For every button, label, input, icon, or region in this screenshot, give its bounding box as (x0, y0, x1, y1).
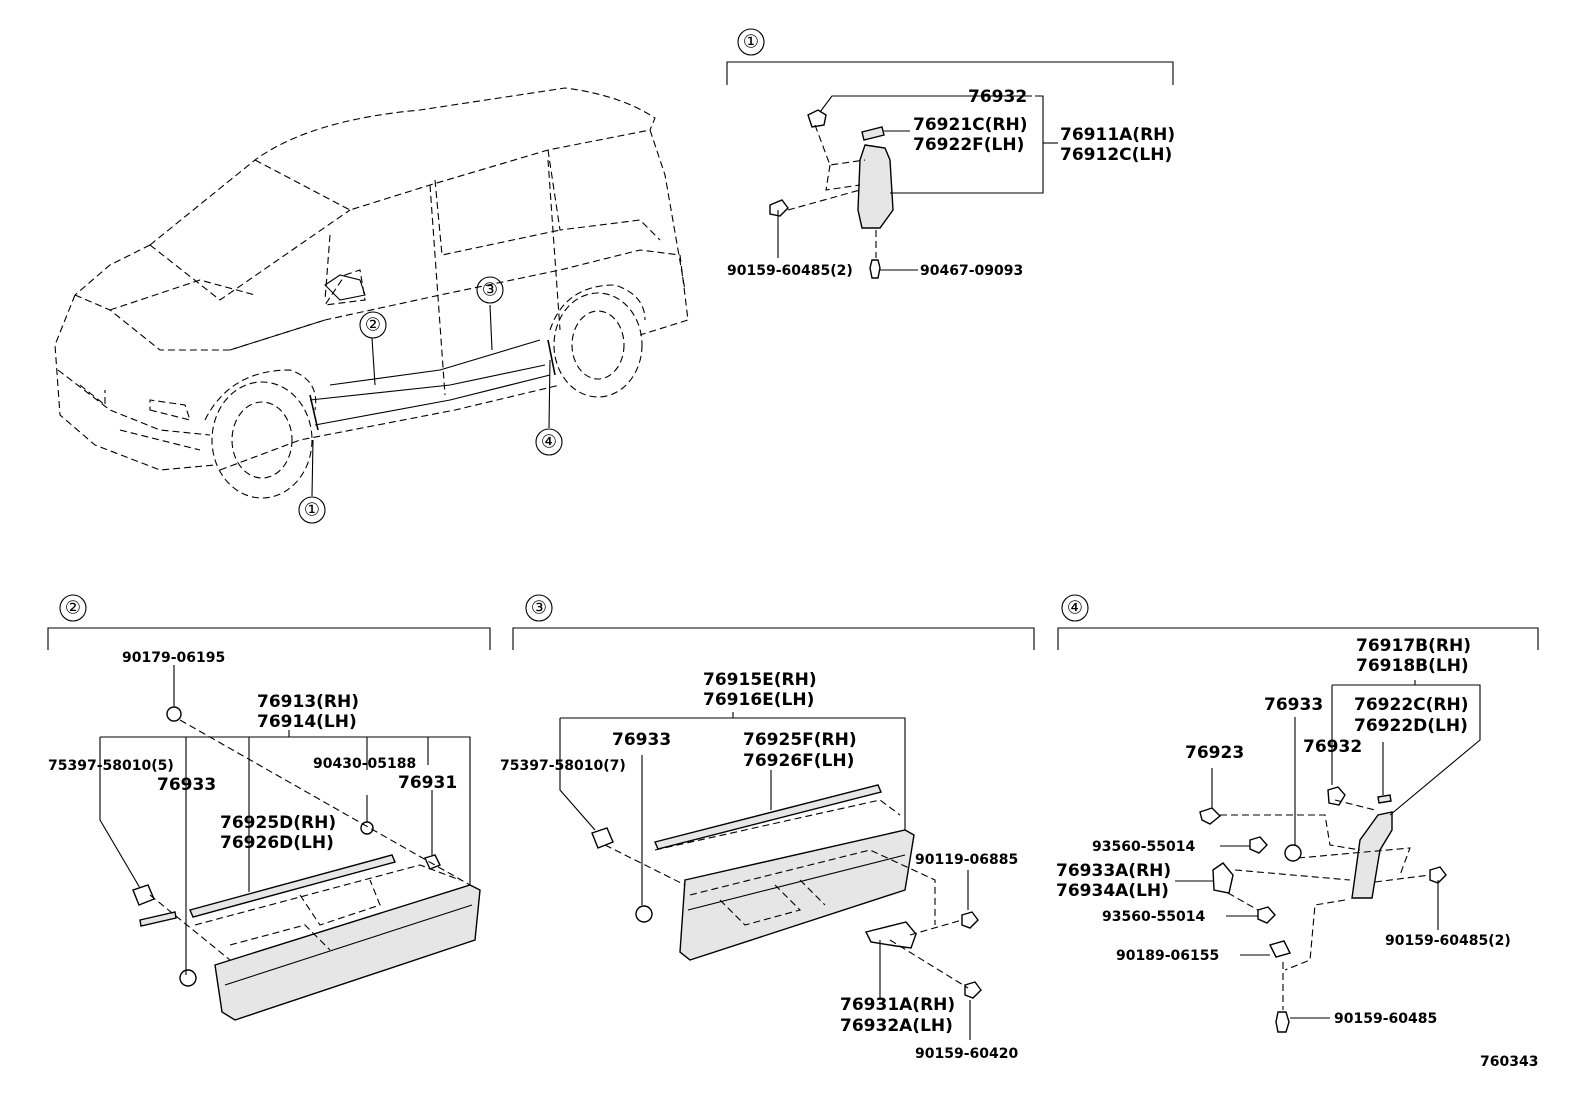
clip-76933[interactable] (179, 969, 197, 987)
label-76922c: 76922C(RH) (1354, 695, 1468, 715)
label-76922d: 76922D(LH) (1354, 716, 1468, 736)
label-90159-60420: 90159-60420 (915, 1046, 1018, 1062)
svg-text:④: ④ (541, 432, 557, 453)
section-2: ② 90179-06195 76913(RH) 76914 (47, 594, 491, 1021)
end-strip[interactable] (139, 911, 177, 927)
label-93560-a: 93560-55014 (1092, 839, 1195, 855)
label-76933: 76933 (157, 775, 216, 795)
clip-75397[interactable] (132, 884, 155, 906)
screw-90467[interactable] (869, 259, 881, 279)
label-76933a: 76933A(RH) (1056, 861, 1171, 881)
mudguard-76917b[interactable] (1351, 811, 1393, 899)
label-75397-5: 75397-58010(5) (48, 758, 174, 774)
label-90119: 90119-06885 (915, 852, 1018, 868)
section-1-header: ① (743, 32, 759, 53)
label-76932a: 76932A(LH) (840, 1016, 953, 1036)
label-76913: 76913(RH) (257, 692, 359, 712)
label-90189: 90189-06155 (1116, 948, 1219, 964)
wheel-molding-pad[interactable] (861, 126, 885, 141)
screw-90119[interactable] (961, 911, 979, 929)
vehicle-illustration (54, 87, 689, 499)
callout-2[interactable]: ② (359, 311, 387, 339)
molding-strip-76925f[interactable] (654, 784, 882, 850)
label-76916e: 76916E(LH) (703, 690, 814, 710)
section-1: ① 76932 76921C(RH) 76922F(LH) 76911A(RH)… (726, 28, 1175, 279)
svg-text:②: ② (365, 315, 381, 336)
label-76922f: 76922F(LH) (913, 135, 1024, 155)
mudguard-76911a[interactable] (857, 144, 894, 229)
bracket-76933a[interactable] (1212, 862, 1234, 894)
section-3: ③ 76915E(RH) 76916E(LH) 76933 (500, 594, 1035, 1062)
clip-90179[interactable] (166, 706, 182, 722)
label-76933: 76933 (612, 730, 671, 750)
clip-75397[interactable] (591, 827, 614, 849)
label-76923: 76923 (1185, 743, 1244, 763)
label-76912c: 76912C(LH) (1060, 145, 1172, 165)
clip-76923[interactable] (1199, 807, 1222, 825)
callout-3[interactable]: ③ (476, 276, 504, 304)
clip-76931[interactable] (424, 854, 441, 870)
label-76933: 76933 (1264, 695, 1323, 715)
label-90430: 90430-05188 (313, 756, 416, 772)
door-molding-76913[interactable] (214, 884, 481, 1021)
label-76914: 76914(LH) (257, 712, 357, 732)
label-76926d: 76926D(LH) (220, 833, 334, 853)
section-4: ④ 76917 (1056, 594, 1539, 1033)
label-76931a: 76931A(RH) (840, 995, 955, 1015)
molding-strip-76925d[interactable] (189, 854, 396, 918)
clip-76932[interactable] (807, 109, 827, 128)
svg-text:③: ③ (482, 280, 498, 301)
label-76925d: 76925D(RH) (220, 813, 336, 833)
clip-76933[interactable] (635, 905, 653, 923)
label-76911a: 76911A(RH) (1060, 125, 1175, 145)
screw-93560-a[interactable] (1249, 836, 1268, 854)
screw-90159[interactable] (1275, 1011, 1290, 1033)
section-3-header: ③ (531, 598, 547, 619)
label-76932: 76932 (1303, 737, 1362, 757)
label-76934a: 76934A(LH) (1056, 881, 1169, 901)
label-90159-2: 90159-60485(2) (727, 263, 853, 279)
label-76931: 76931 (398, 773, 457, 793)
label-76926f: 76926F(LH) (743, 751, 854, 771)
label-93560-b: 93560-55014 (1102, 909, 1205, 925)
screw-90159-60420[interactable] (964, 981, 982, 999)
label-76921c: 76921C(RH) (913, 115, 1027, 135)
clip-76933[interactable] (1284, 844, 1302, 862)
label-90179: 90179-06195 (122, 650, 225, 666)
callout-1[interactable]: ① (298, 496, 326, 524)
label-90159-2: 90159-60485(2) (1385, 933, 1511, 949)
screw-90159-2[interactable] (1429, 866, 1447, 884)
label-90159: 90159-60485 (1334, 1011, 1437, 1027)
label-75397-7: 75397-58010(7) (500, 758, 626, 774)
screw-93560-b[interactable] (1257, 906, 1276, 924)
label-76918b: 76918B(LH) (1356, 656, 1469, 676)
section-4-header: ④ (1067, 598, 1083, 619)
svg-text:①: ① (304, 500, 320, 521)
clip-76932[interactable] (1327, 786, 1346, 806)
callout-4[interactable]: ④ (535, 428, 563, 456)
figure-id: 760343 (1480, 1054, 1538, 1070)
label-76917b: 76917B(RH) (1356, 636, 1471, 656)
label-76925f: 76925F(RH) (743, 730, 857, 750)
pad-76922c[interactable] (1377, 794, 1392, 804)
section-2-header: ② (65, 598, 81, 619)
label-76932: 76932 (968, 87, 1027, 107)
label-90467: 90467-09093 (920, 263, 1023, 279)
bracket-76931a[interactable] (864, 921, 917, 949)
label-76915e: 76915E(RH) (703, 670, 817, 690)
screw-90159[interactable] (769, 199, 789, 217)
nut-90189[interactable] (1268, 940, 1292, 958)
